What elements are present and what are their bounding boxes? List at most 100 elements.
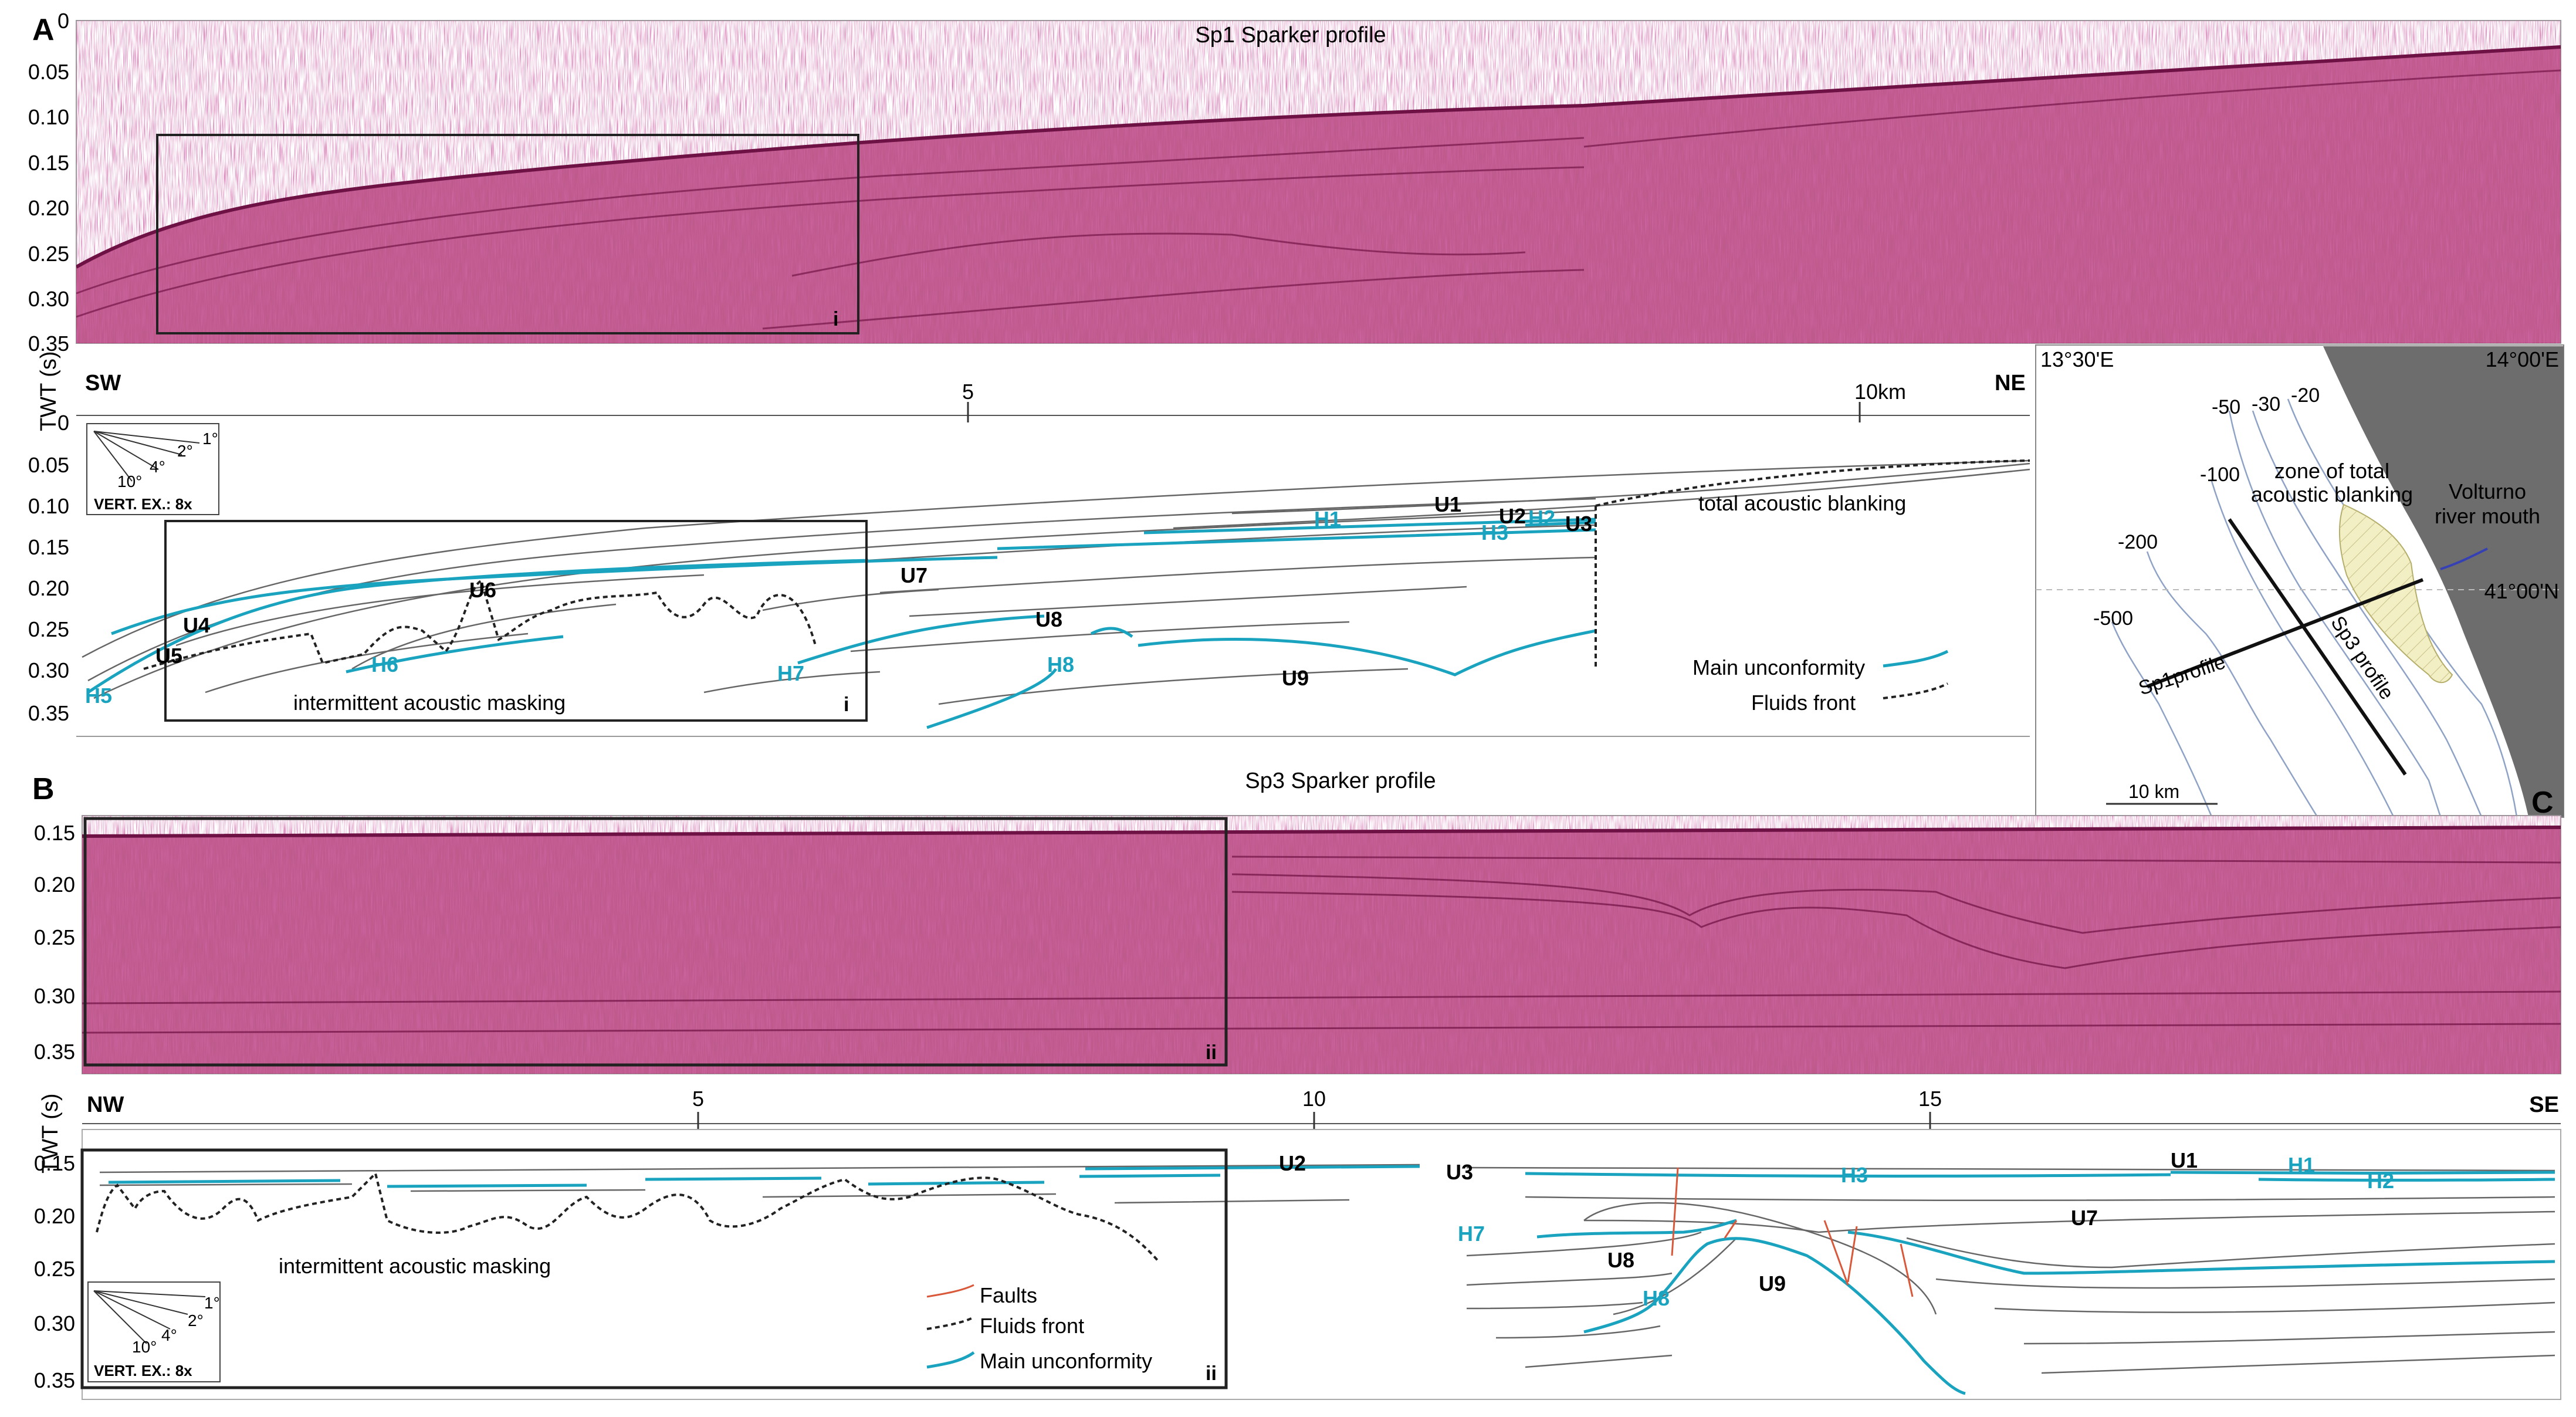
contour-label: -500 [2093, 607, 2133, 630]
angle-label: 4° [150, 458, 165, 476]
sp1-line-tick: 0.20 [28, 576, 69, 600]
sp3-ylabel: TWT (s) [38, 1094, 63, 1173]
sp3-line-tick: 0.30 [34, 1311, 75, 1335]
angle-label-b: 4° [161, 1326, 177, 1344]
sp3-line-box-ii [80, 1148, 1228, 1389]
unit-label: U8 [1035, 607, 1062, 631]
zone-label-line2: acoustic blanking [2251, 482, 2413, 506]
legend-unconformity-swatch [1883, 650, 1949, 668]
sp1-line-tick: 0.25 [28, 617, 69, 641]
horizon-label-b: H8 [1643, 1286, 1670, 1310]
horizon-label-b: H1 [2288, 1153, 2315, 1177]
sp1-tick: 0.30 [28, 287, 69, 311]
sp1-line-axis: 0 0.05 0.10 0.15 0.20 0.25 0.30 0.35 [28, 411, 69, 725]
panel-a-interpretation: TWT (s) SW NE 5 10km 0 0.05 0.10 0.15 0.… [28, 351, 2030, 737]
u9-top [1138, 629, 1596, 677]
sp3-line-tick: 0.25 [34, 1257, 75, 1281]
unit-label-b: U2 [1279, 1151, 1306, 1175]
sp1-box-i [156, 134, 859, 334]
sp1-unit-labels: U1 U2 U3 U4 U5 U6 U7 U8 U9 [155, 492, 1592, 690]
contour-label: -30 [2252, 393, 2280, 415]
sp1-line-box-label: i [844, 694, 849, 716]
legend-fluids-swatch-b [926, 1316, 974, 1330]
sp1-tick: 0.10 [28, 105, 69, 129]
land-area [2323, 346, 2564, 817]
sp3-line-tick: 0.35 [34, 1368, 75, 1392]
contour-label: -200 [2118, 531, 2158, 553]
lon-left-label: 13°30'E [2040, 347, 2114, 371]
km15-label-b: 15 [1918, 1087, 1942, 1111]
panel-a-seismic: A i Sp1 Sparker profile 0 0.05 0.10 0.15… [28, 9, 2561, 356]
sp1-axis: 0 0.05 0.10 0.15 0.20 0.25 0.30 0.35 [28, 9, 69, 356]
legend-unconformity-label-b: Main unconformity [980, 1349, 1152, 1373]
legend-faults-label: Faults [980, 1283, 1037, 1307]
sp3-line-box-label: ii [1206, 1362, 1217, 1385]
sp1-line-tick: 0.30 [28, 658, 69, 682]
sp3-box-label: ii [1206, 1041, 1217, 1064]
km5-label-b: 5 [692, 1087, 704, 1111]
u7-base-b [1847, 1230, 2555, 1275]
sp1-seismic-texture [76, 21, 2561, 343]
sp3-faults [926, 1167, 1914, 1298]
horizon-label-b: H2 [2367, 1169, 2394, 1193]
unit-label: U5 [155, 644, 182, 668]
h5-line [87, 559, 869, 694]
sp3-tick: 0.20 [34, 872, 75, 897]
panel-c-map: 13°30'E 14°00'E 41°00'N -20 -30 -50 -100… [2035, 344, 2564, 820]
sp1-horizons [87, 518, 1596, 729]
sw-label: SW [85, 371, 121, 395]
h2-line-b [2258, 1178, 2555, 1182]
horizon-label: H6 [371, 652, 398, 677]
lon-right-label: 14°00'E [2486, 347, 2559, 371]
angle-label: 10° [117, 472, 142, 491]
h3-line [997, 528, 1596, 550]
legend-fluids-label-b: Fluids front [980, 1314, 1084, 1338]
scale-label: 10 km [2128, 781, 2179, 802]
unit-label-b: U7 [2071, 1206, 2098, 1230]
sp1-box-label: i [833, 308, 838, 330]
sp1-tick: 0.05 [28, 60, 69, 84]
vert-ex-label: VERT. EX.: 8x [94, 495, 192, 513]
horizon-label: H5 [85, 684, 112, 708]
h6-line [346, 635, 564, 674]
sp1-tick: 0.35 [28, 332, 69, 356]
sp1-line-tick: 0.10 [28, 494, 69, 518]
unit-label-b: U1 [2171, 1148, 2198, 1172]
sp3-axis: 0.15 0.20 0.25 0.30 0.35 [34, 821, 75, 1064]
sp3-line-axis: 0.15 0.20 0.25 0.30 0.35 [34, 1151, 75, 1392]
sp1-seafloor [76, 45, 2561, 269]
km5-label: 5 [962, 380, 974, 404]
h1-line-b [2170, 1171, 2555, 1175]
panel-b-interpretation: TWT (s) NW SE 5 10 15 0.15 0.20 0.25 0.3… [34, 1087, 2561, 1400]
unit-label: U6 [469, 578, 496, 602]
sp1-tick: 0 [57, 9, 69, 33]
river-label-line2: river mouth [2435, 504, 2540, 528]
sp1-title: Sp1 Sparker profile [1195, 23, 1386, 48]
sp1-line-tick: 0 [57, 411, 69, 435]
sp3-tick: 0.25 [34, 925, 75, 949]
angle-label-b: 1° [204, 1294, 220, 1312]
sp3-title: Sp3 Sparker profile [1245, 769, 1436, 793]
legend-unconformity-label: Main unconformity [1692, 655, 1865, 679]
horizon-label-b: H3 [1841, 1163, 1868, 1187]
se-label: SE [2529, 1093, 2559, 1117]
sp3-box-ii [83, 817, 1228, 1067]
legend-faults-swatch [926, 1284, 974, 1298]
sp3-line-tick: 0.20 [34, 1204, 75, 1228]
blanking-label: total acoustic blanking [1698, 491, 1906, 515]
unit-label-b: U9 [1759, 1271, 1786, 1296]
angle-label-b: 2° [188, 1311, 204, 1330]
unit-label-b: U3 [1446, 1160, 1473, 1184]
panel-b-seismic: B Sp3 Sparker profile ii 0.15 0.20 0.25 … [32, 769, 2561, 1074]
sp1-line-tick: 0.35 [28, 701, 69, 725]
sp3-track [2228, 518, 2407, 776]
angle-label-b: 10° [132, 1338, 157, 1356]
masking-label-b: intermittent acoustic masking [279, 1254, 551, 1278]
contour-label: -100 [2200, 464, 2240, 486]
sp1-reflectors [76, 69, 2561, 330]
angle-inset-a: 1° 2° 4° 10° VERT. EX.: 8x [86, 423, 219, 515]
sp3-line-tick: 0.15 [34, 1151, 75, 1175]
sp1-tick: 0.20 [28, 196, 69, 220]
sp1-line-tick: 0.05 [28, 453, 69, 477]
